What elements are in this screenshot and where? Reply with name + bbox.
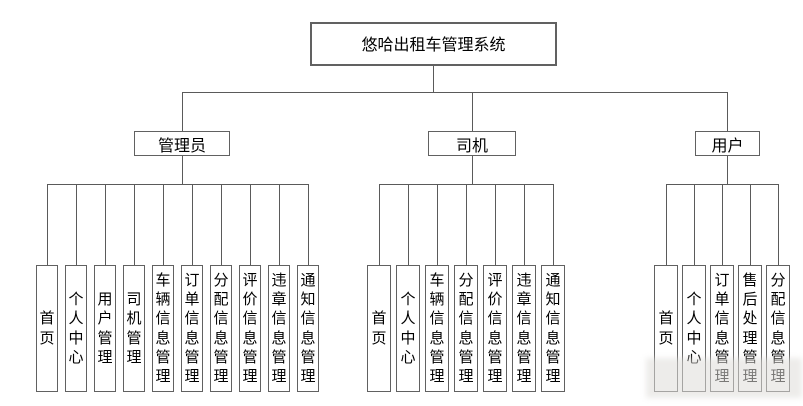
root-node: 悠哈出租车管理系统 [310, 22, 557, 66]
leaf-node: 首页 [367, 265, 391, 392]
leaf-node: 个人中心 [65, 265, 87, 392]
connector-line [666, 184, 667, 265]
connector-line [76, 184, 77, 265]
connector-line [105, 184, 106, 265]
connector-line [524, 184, 525, 265]
leaf-node: 个人中心 [396, 265, 420, 392]
leaf-node: 违章信息管理 [512, 265, 536, 392]
connector-line [727, 156, 728, 184]
connector-line [472, 92, 473, 131]
connector-line [182, 92, 183, 131]
leaf-node: 订单信息管理 [181, 265, 203, 392]
connector-line [134, 184, 135, 265]
connector-line [750, 184, 751, 265]
connector-line [221, 184, 222, 265]
leaf-node: 首页 [36, 265, 58, 392]
connector-line [433, 66, 434, 92]
leaf-node: 车辆信息管理 [152, 265, 174, 392]
connector-line [466, 184, 467, 265]
connector-line [727, 92, 728, 131]
leaf-node: 个人中心 [682, 265, 706, 392]
leaf-node: 通知信息管理 [541, 265, 565, 392]
connector-line [47, 184, 48, 265]
leaf-node: 评价信息管理 [239, 265, 261, 392]
branch-node-driver: 司机 [428, 131, 516, 156]
connector-line [182, 156, 183, 184]
connector-line [722, 184, 723, 265]
connector-line [408, 184, 409, 265]
connector-line [437, 184, 438, 265]
branch-node-admin: 管理员 [134, 131, 230, 156]
connector-line [182, 92, 728, 93]
leaf-node: 分配信息管理 [766, 265, 790, 392]
leaf-node: 通知信息管理 [297, 265, 319, 392]
connector-line [379, 184, 380, 265]
leaf-node: 分配信息管理 [454, 265, 478, 392]
connector-line [472, 156, 473, 184]
leaf-node: 订单信息管理 [710, 265, 734, 392]
connector-line [47, 184, 309, 185]
connector-line [163, 184, 164, 265]
connector-line [495, 184, 496, 265]
connector-line [192, 184, 193, 265]
leaf-node: 售后处理管理 [738, 265, 762, 392]
leaf-node: 分配信息管理 [210, 265, 232, 392]
connector-line [694, 184, 695, 265]
leaf-node: 车辆信息管理 [425, 265, 449, 392]
leaf-node: 首页 [654, 265, 678, 392]
leaf-node: 用户管理 [94, 265, 116, 392]
connector-line [553, 184, 554, 265]
leaf-node: 违章信息管理 [268, 265, 290, 392]
connector-line [778, 184, 779, 265]
connector-line [279, 184, 280, 265]
connector-line [308, 184, 309, 265]
branch-node-user: 用户 [695, 131, 760, 156]
connector-line [250, 184, 251, 265]
leaf-node: 司机管理 [123, 265, 145, 392]
leaf-node: 评价信息管理 [483, 265, 507, 392]
